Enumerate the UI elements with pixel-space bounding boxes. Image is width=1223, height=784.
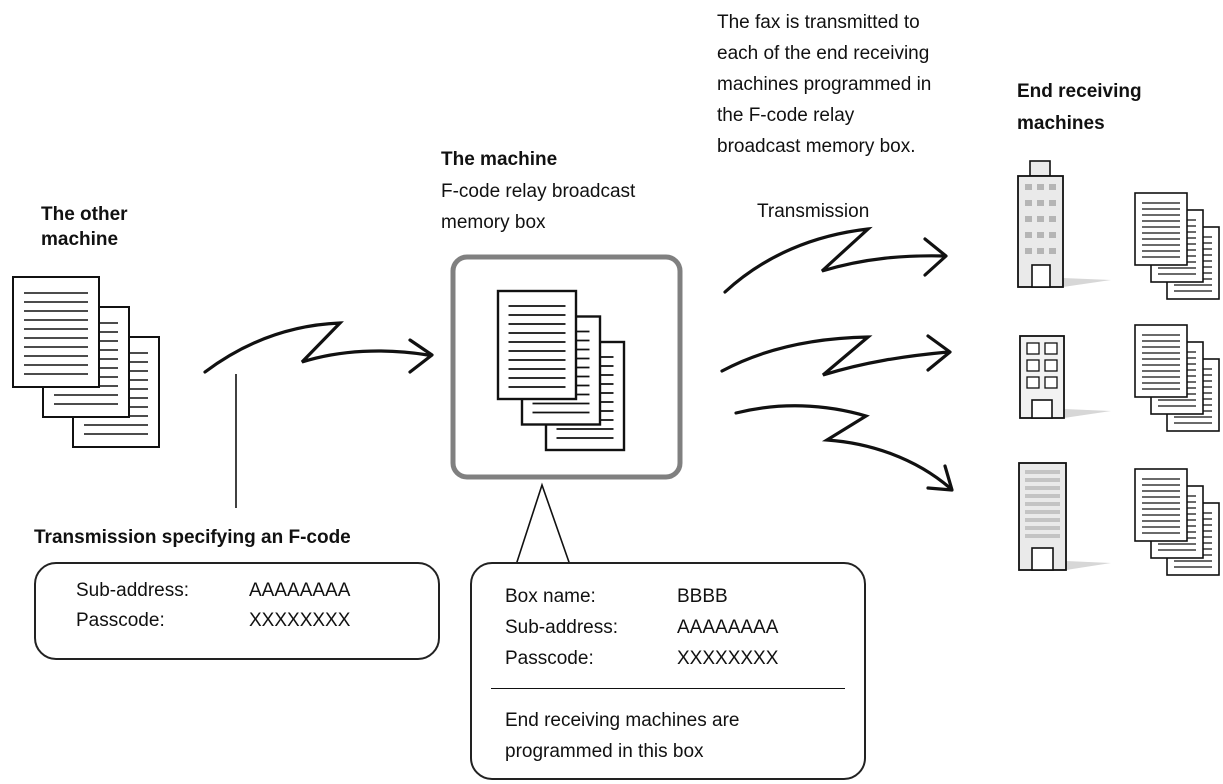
callout-pointer [515,482,571,566]
callout-footer-line2: programmed in this box [505,741,704,762]
document-stack-icon [13,277,159,447]
other-machine-label-line2: machine [41,229,119,250]
memory-box-label-line2: memory box [441,212,546,233]
memory-box-info-callout: Box name: BBBB Sub-address: AAAAAAAA Pas… [470,562,866,780]
passcode-label: Passcode: [505,648,594,669]
end-receiving-label-line2: machines [1017,113,1105,134]
document-stack-icon [1135,193,1219,299]
note-line-1: The fax is transmitted to [717,12,920,33]
divider [491,688,845,689]
box-name-value: BBBB [677,586,728,607]
note-line-2: each of the end receiving [717,43,930,64]
transmission-label: Transmission [757,201,870,222]
passcode-label: Passcode: [76,610,165,631]
arrow-icon [720,334,952,377]
building-icon [1018,462,1111,571]
box-name-label: Box name: [505,586,596,607]
passcode-value: XXXXXXXX [677,648,779,669]
f-code-info-box: Sub-address: AAAAAAAA Passcode: XXXXXXXX [34,562,440,660]
note-line-5: broadcast memory box. [717,136,916,157]
other-machine-label-line1: The other [41,204,128,225]
arrow-icon [734,404,954,492]
end-receiving-label-line1: End receiving [1017,81,1142,102]
callout-footer-line1: End receiving machines are [505,710,740,731]
sub-address-value: AAAAAAAA [677,617,779,638]
building-icon [1019,335,1111,419]
note-line-3: machines programmed in [717,74,932,95]
document-stack-icon [1135,469,1219,575]
sub-address-label: Sub-address: [505,617,619,638]
note-line-4: the F-code relay [717,105,855,126]
the-machine-label: The machine [441,149,558,170]
sub-address-value: AAAAAAAA [249,580,351,601]
memory-box-label-line1: F-code relay broadcast [441,181,636,202]
arrow-icon [723,226,948,294]
building-icon [1017,160,1111,288]
passcode-value: XXXXXXXX [249,610,351,631]
arrow-icon [203,321,434,374]
document-stack-icon [1135,325,1219,431]
transmission-specifying-label: Transmission specifying an F-code [34,527,351,548]
sub-address-label: Sub-address: [76,580,190,601]
